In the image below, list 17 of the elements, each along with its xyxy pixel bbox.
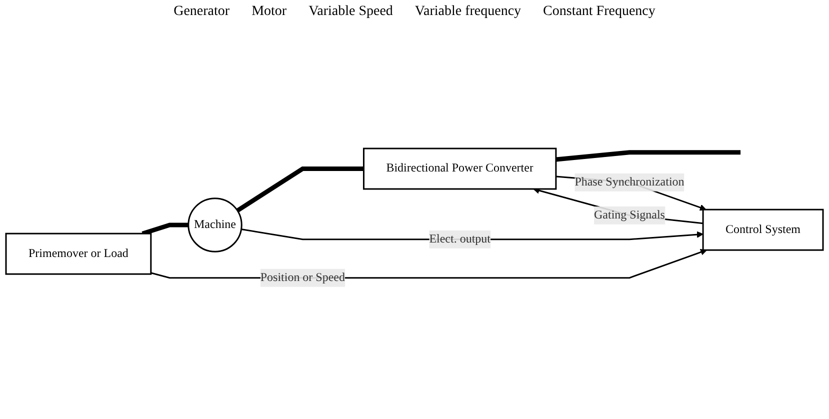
node-box: Control System [702, 208, 824, 251]
connector [556, 150, 741, 162]
annotation-text: Variable Speed [308, 4, 393, 20]
node-box: Bidirectional Power Converter [362, 148, 557, 190]
connector [142, 222, 188, 236]
edge-label: Elect. output [429, 232, 490, 246]
annotation-text: Generator [174, 4, 230, 20]
arrow [533, 187, 704, 224]
edge-label: Gating Signals [594, 208, 665, 222]
annotation-text: Motor [252, 4, 287, 20]
node-circle: Machine [188, 198, 242, 252]
node-box: Primemover or Load [5, 232, 152, 275]
connector [236, 166, 364, 212]
edge-label: Phase Synchronization [574, 176, 684, 188]
annotation-text: Variable frequency [414, 4, 522, 20]
annotation-text: Constant Frequency [543, 4, 656, 20]
edge-label: Position or Speed [260, 271, 345, 284]
